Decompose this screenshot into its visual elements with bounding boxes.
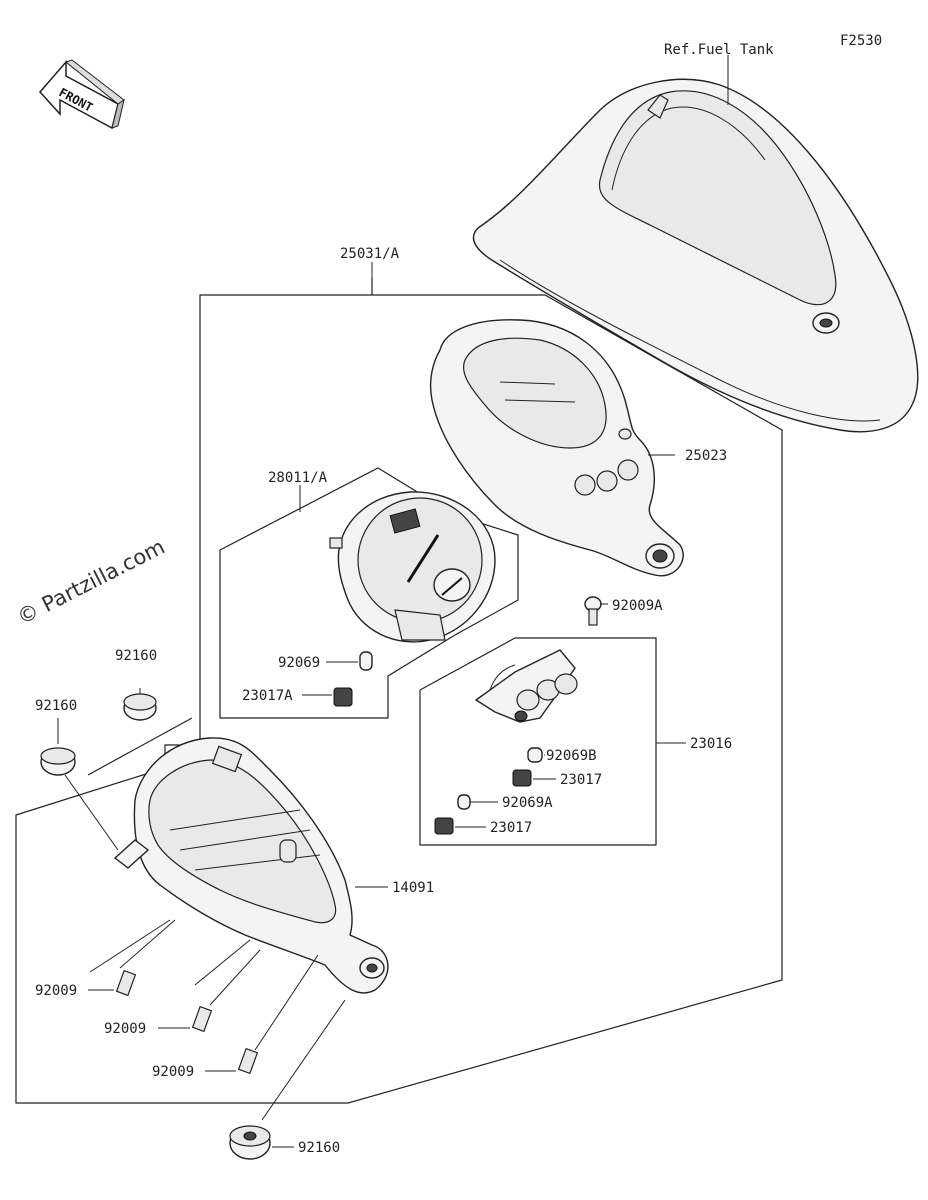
label-92009-c: 92009	[152, 1064, 194, 1080]
watermark: © Partzilla.com	[13, 534, 168, 629]
label-14091: 14091	[392, 880, 434, 896]
label-23017A: 23017A	[242, 688, 293, 704]
socket-23017A	[333, 687, 353, 707]
label-92069: 92069	[278, 655, 320, 671]
label-25023: 25023	[685, 448, 727, 464]
label-92009A: 92009A	[612, 598, 663, 614]
label-92009-a: 92009	[35, 983, 77, 999]
socket-23017-lower	[434, 817, 454, 835]
grommet-92160-left	[40, 747, 76, 776]
bulb-92069	[359, 651, 373, 671]
label-92160-left: 92160	[35, 698, 77, 714]
label-23016: 23016	[690, 736, 732, 752]
screw-92009-c	[237, 1047, 259, 1075]
label-28011A: 28011/A	[268, 470, 328, 486]
meter-case	[113, 737, 389, 994]
grommet-92160-upper	[123, 693, 157, 721]
speedometer-unit	[329, 491, 496, 643]
front-arrow-icon: FRONT	[38, 59, 125, 130]
meter-cover	[429, 319, 684, 577]
screw-92009A	[584, 596, 602, 626]
bulb-92069B	[527, 747, 543, 763]
screw-92009-a	[115, 969, 137, 997]
label-92160-bottom: 92160	[298, 1140, 340, 1156]
label-92069A: 92069A	[502, 795, 553, 811]
label-92069B: 92069B	[546, 748, 597, 764]
leader-lines	[57, 55, 729, 1148]
grommet-92160-bottom	[229, 1125, 271, 1160]
label-25031A: 25031/A	[340, 246, 400, 262]
fuel-tank-cover	[472, 78, 919, 433]
label-23017-lower: 23017	[490, 820, 532, 836]
label-23017-upper: 23017	[560, 772, 602, 788]
figure-code: F2530	[840, 33, 882, 49]
indicator-lamp-bracket	[474, 649, 578, 723]
label-ref-fuel-tank: Ref.Fuel Tank	[664, 42, 774, 58]
assembly-frame	[15, 278, 783, 1104]
screw-92009-b	[191, 1005, 213, 1033]
bulb-92069A	[457, 794, 471, 810]
label-92009-b: 92009	[104, 1021, 146, 1037]
socket-23017-upper	[512, 769, 532, 787]
label-92160-upper: 92160	[115, 648, 157, 664]
